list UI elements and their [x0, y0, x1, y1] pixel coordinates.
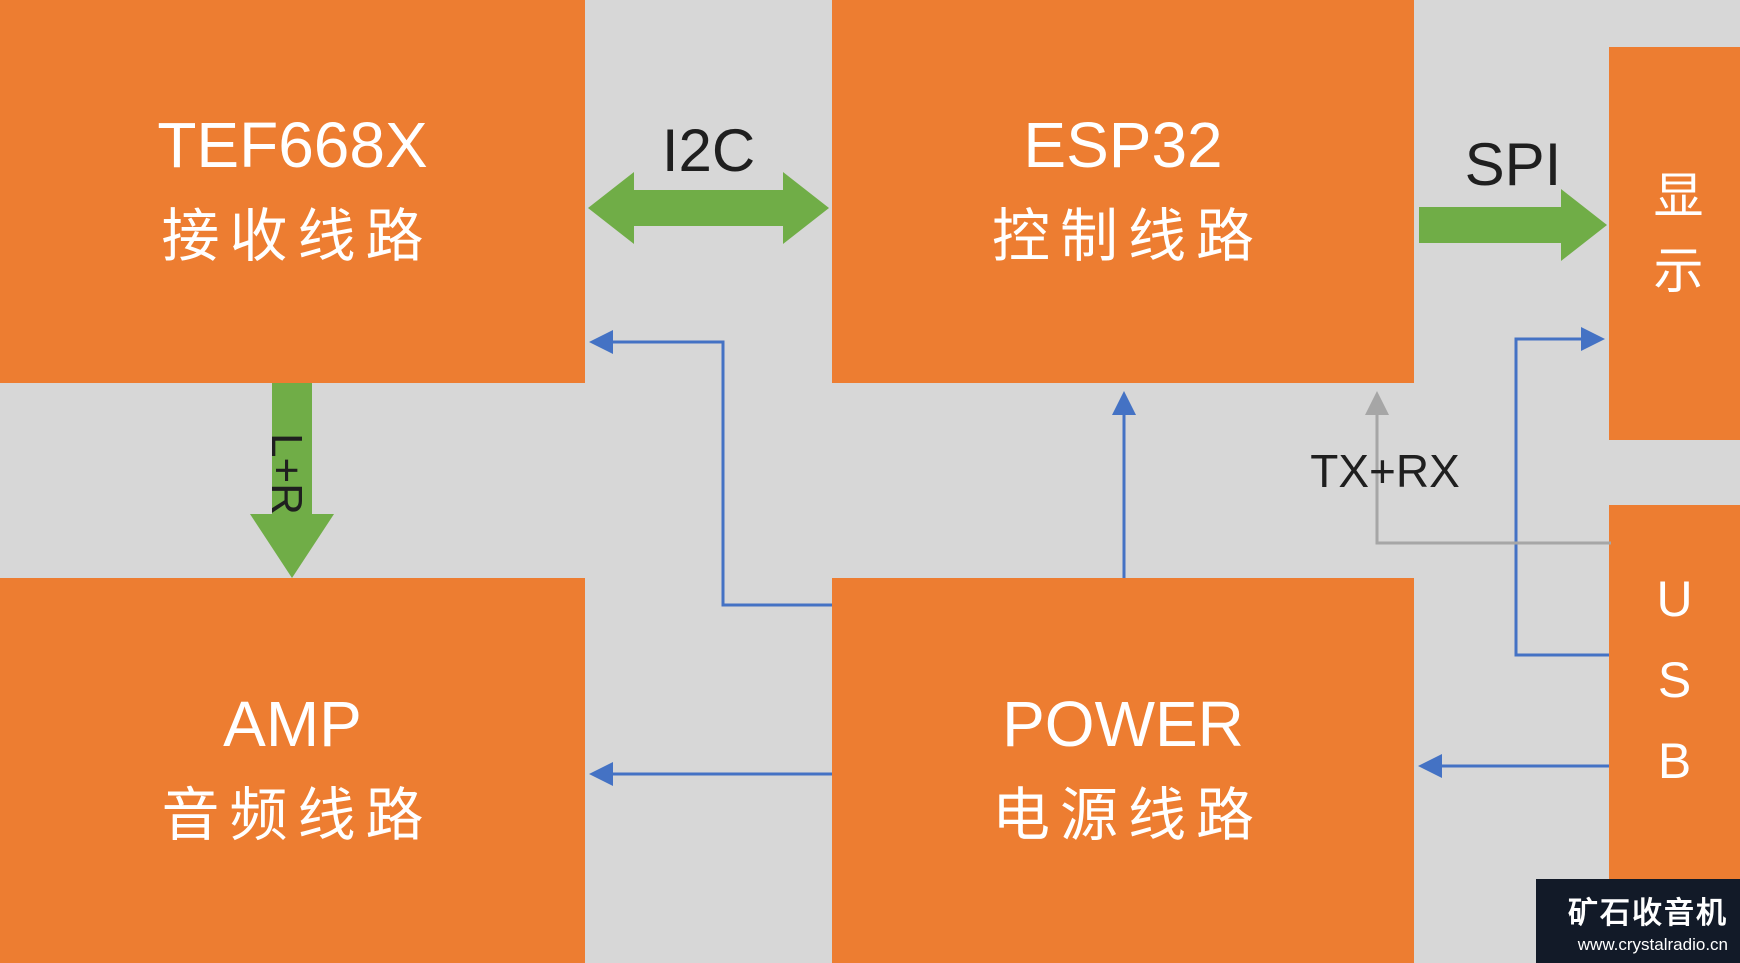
i2c-double-arrow: [588, 172, 829, 244]
block-amp: AMP 音频线路: [0, 578, 585, 963]
block-amp-subtitle: 音频线路: [161, 782, 434, 848]
watermark-url: www.crystalradio.cn: [1577, 934, 1728, 954]
arrow-shaft: [1419, 207, 1561, 243]
arrowhead-right-icon: [1561, 189, 1607, 261]
block-amp-title: AMP: [223, 688, 362, 760]
block-esp32-subtitle: 控制线路: [991, 203, 1264, 269]
spi-arrow: [1419, 189, 1607, 261]
block-display: 显示: [1609, 47, 1740, 440]
txrx-label: TX+RX: [1310, 445, 1460, 497]
spi-label: SPI: [1464, 131, 1562, 198]
block-tef668x: TEF668X 接收线路: [0, 0, 585, 383]
block-esp32: ESP32 控制线路: [832, 0, 1414, 383]
block-tef668x-title: TEF668X: [157, 109, 428, 181]
block-power-title: POWER: [1002, 688, 1244, 760]
wire-power-to-tef668x: [589, 330, 832, 607]
arrowhead-right-icon: [783, 172, 829, 244]
wire-usb-to-display: [1514, 327, 1609, 657]
block-esp32-title: ESP32: [1023, 109, 1223, 181]
block-usb: USB: [1609, 505, 1740, 879]
lr-label: L+R: [262, 433, 311, 515]
arrowhead-left-icon: [588, 172, 634, 244]
arrowhead-down-icon: [250, 514, 334, 578]
watermark: 矿石收音机 www.crystalradio.cn: [1536, 879, 1740, 963]
block-display-label: 显示: [1646, 168, 1703, 319]
i2c-label: I2C: [661, 117, 756, 184]
block-usb-label: USB: [1646, 570, 1703, 814]
block-power-subtitle: 电源线路: [991, 782, 1264, 848]
lr-audio-arrow: [250, 383, 334, 578]
arrow-shaft: [272, 383, 312, 514]
watermark-title: 矿石收音机: [1568, 896, 1728, 930]
block-tef668x-subtitle: 接收线路: [161, 203, 434, 269]
arrow-shaft: [634, 190, 783, 226]
block-power: POWER 电源线路: [832, 578, 1414, 963]
